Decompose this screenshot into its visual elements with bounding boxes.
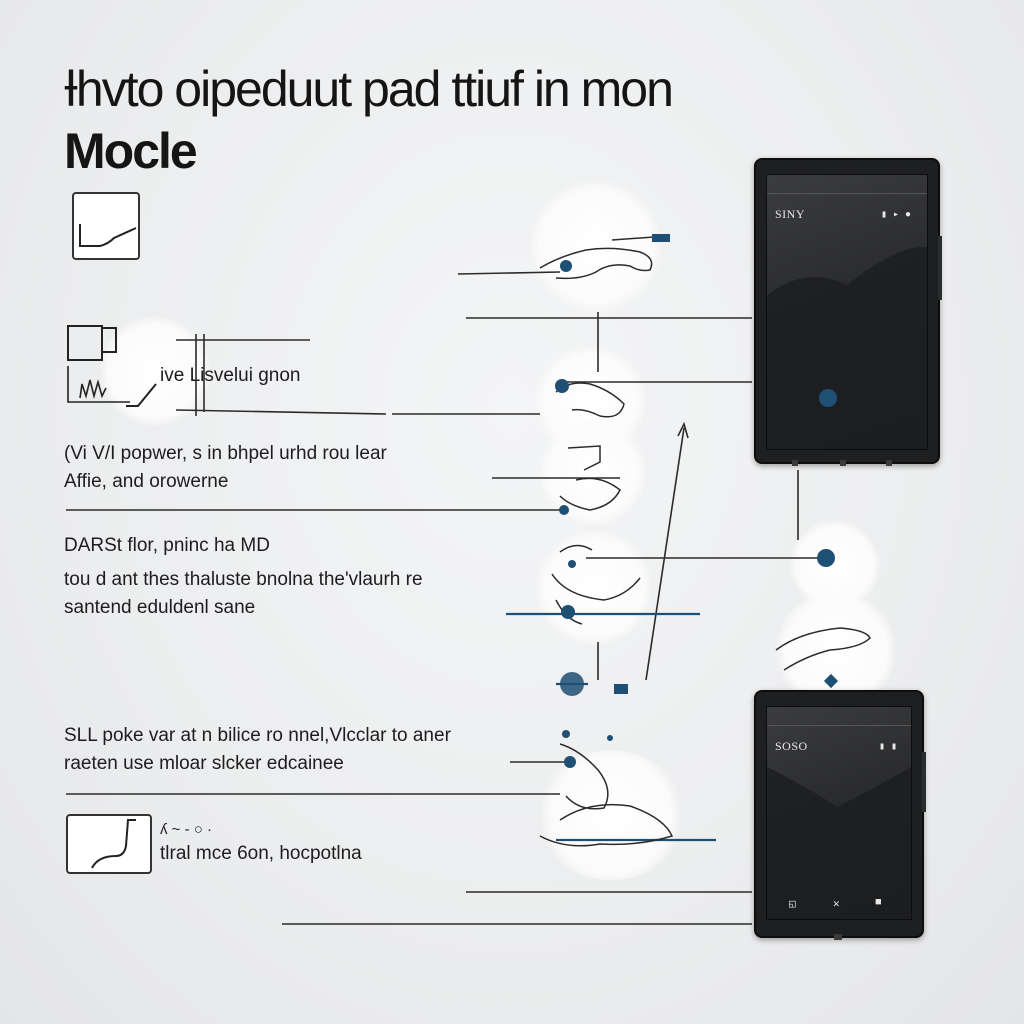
note-label-4a: SLL poke var at n bilice ro nnel,Vlcclar…: [64, 725, 451, 746]
note-label-3c: santend eduldenl sane: [64, 597, 256, 618]
note-label-3a: DARSt flor, pninc ha MD: [64, 535, 270, 556]
bottom-port: [840, 460, 846, 466]
note-label-1: ive Lisvelui gnon: [160, 365, 301, 386]
glow-7: [536, 750, 686, 880]
note-label-5b: tlral mce 6on, hocpotlna: [160, 843, 362, 864]
waveform-icon: [67, 325, 157, 407]
note-label-4b: raeten use mloar slcker edcainee: [64, 753, 344, 774]
device-top-status: ▮ ▸ ●: [881, 210, 912, 221]
device-bottom-status: ▮ ▮: [879, 742, 898, 753]
bottom-thumbnail: [66, 814, 152, 874]
audio-panel-graphic: [66, 316, 210, 426]
glow-1: [530, 180, 662, 312]
note-label-2a: (Vi V/I popwer, s in bhpel urhd rou lear: [64, 443, 387, 464]
bottom-port: [834, 934, 842, 940]
side-button[interactable]: [922, 752, 926, 812]
bottom-port: [792, 460, 798, 466]
screen-wave-graphic: [767, 767, 911, 919]
diagram-subtitle: Mocle: [64, 123, 198, 179]
device-bottom-brand: SOSO: [775, 739, 808, 753]
note-label-5a: ʎ ~ - ○ ·: [160, 821, 212, 838]
side-button[interactable]: [938, 236, 942, 300]
note-label-2b: Affie, and orowerne: [64, 471, 229, 492]
top-thumbnail: [72, 192, 140, 260]
nav-menu-icon[interactable]: ■: [875, 897, 882, 909]
curve-icon: [79, 224, 137, 247]
device-bottom: SOSO ▮ ▮ ◱ ✕ ■: [754, 690, 926, 940]
diagram-title: Ɨhvto oipeduut pad ttiuf in mon: [64, 61, 674, 117]
center-button[interactable]: [819, 389, 837, 407]
bracket-curve-icon: [91, 819, 136, 869]
bottom-port: [886, 460, 892, 466]
screen-wave-graphic: [767, 246, 927, 449]
device-bottom-screen: SOSO ▮ ▮ ◱ ✕ ■: [766, 706, 912, 920]
note-label-3b: tou d ant thes thaluste bnolna the'vlaur…: [64, 569, 423, 590]
device-top-brand: SINY: [775, 207, 806, 221]
glow-4: [536, 530, 652, 646]
glow-3: [540, 420, 646, 526]
nav-back-icon[interactable]: ◱: [789, 899, 796, 911]
device-top: SINY ▮ ▸ ●: [754, 158, 942, 466]
device-top-screen: SINY ▮ ▸ ●: [766, 174, 928, 450]
nav-close-icon[interactable]: ✕: [833, 899, 840, 911]
